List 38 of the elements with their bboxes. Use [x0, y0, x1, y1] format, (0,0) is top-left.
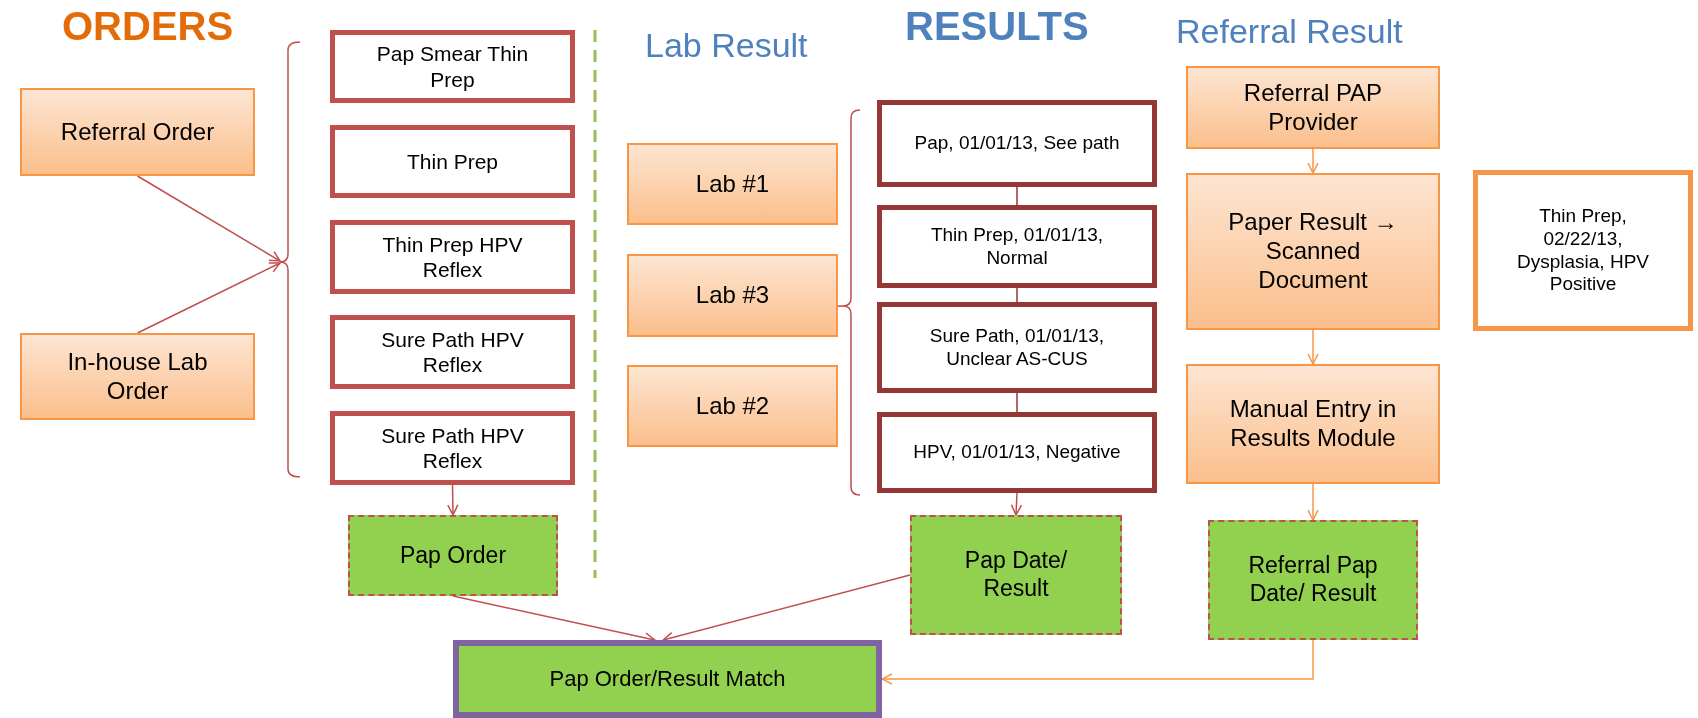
- process-box: Lab #1: [627, 143, 838, 225]
- arrow: [1307, 483, 1319, 521]
- connector-line: [837, 305, 844, 308]
- order-box: Sure Path HPV Reflex: [330, 315, 575, 389]
- result-box: Thin Prep, 01/01/13, Normal: [877, 205, 1157, 288]
- arrow: [447, 484, 459, 516]
- order-box: Sure Path HPV Reflex: [330, 411, 575, 485]
- order-box: Pap Smear Thin Prep: [330, 30, 575, 103]
- match-box: Pap Order/Result Match: [453, 640, 882, 718]
- process-box: Lab #3: [627, 254, 838, 337]
- process-box: Referral Order: [20, 88, 255, 176]
- outcome-box: Referral Pap Date/ Result: [1208, 520, 1418, 640]
- result-box: Sure Path, 01/01/13, Unclear AS-CUS: [877, 302, 1157, 393]
- arrow: [1307, 148, 1319, 174]
- section-heading: ORDERS: [62, 4, 234, 49]
- arrow: [1010, 492, 1023, 516]
- order-box: Thin Prep: [330, 125, 575, 198]
- process-box: In-house Lab Order: [20, 333, 255, 420]
- connector-line: [1016, 287, 1018, 303]
- column-heading: Referral Result: [1176, 12, 1403, 51]
- process-box: Paper Result → Scanned Document: [1186, 173, 1440, 330]
- connector-line: [1016, 392, 1018, 413]
- arrow: [1307, 329, 1319, 365]
- connector-line: [1016, 186, 1018, 206]
- result-box: HPV, 01/01/13, Negative: [877, 412, 1157, 493]
- arrow: [881, 639, 1314, 685]
- process-box: Manual Entry in Results Module: [1186, 364, 1440, 484]
- process-box: Referral PAP Provider: [1186, 66, 1440, 149]
- result-box: Pap, 01/01/13, See path: [877, 100, 1157, 187]
- process-box: Lab #2: [627, 365, 838, 447]
- outcome-box: Pap Order: [348, 515, 558, 596]
- outcome-box: Pap Date/ Result: [910, 515, 1122, 635]
- column-heading: Lab Result: [645, 26, 808, 65]
- arrow: [136, 262, 281, 334]
- note-box: Thin Prep, 02/22/13, Dysplasia, HPV Positive: [1473, 170, 1693, 331]
- arrow: [136, 175, 281, 262]
- order-box: Thin Prep HPV Reflex: [330, 220, 575, 294]
- section-heading: RESULTS: [905, 4, 1089, 49]
